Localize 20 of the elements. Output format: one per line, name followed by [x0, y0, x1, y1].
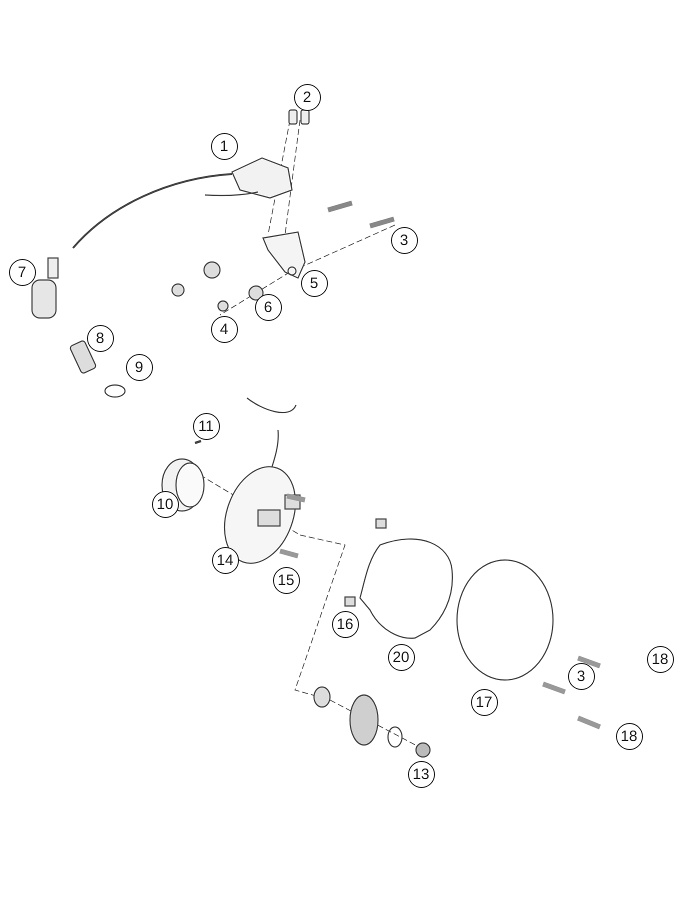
callout-number: 13	[408, 760, 434, 788]
callout-number: 9	[126, 354, 152, 380]
callout-number: 18	[646, 646, 674, 672]
callout-number: 11	[192, 412, 220, 440]
callout-number: 20	[388, 644, 414, 670]
callout-number: 3	[390, 226, 418, 254]
callout-number: 2	[294, 84, 320, 110]
callout-number: 16	[332, 610, 358, 638]
callout-number: 14	[212, 546, 238, 574]
callout-number: 3	[568, 662, 594, 690]
callout-number: 7	[8, 258, 36, 286]
callout-number: 1	[210, 132, 238, 160]
callout-number: 15	[272, 566, 300, 594]
callout-number: 17	[470, 688, 498, 716]
callout-number: 8	[86, 324, 114, 352]
callout-number: 6	[254, 294, 282, 320]
callout-number: 10	[152, 490, 178, 518]
callout-number: 5	[300, 270, 328, 296]
callout-number: 4	[210, 316, 238, 342]
callout-number: 18	[616, 722, 642, 750]
